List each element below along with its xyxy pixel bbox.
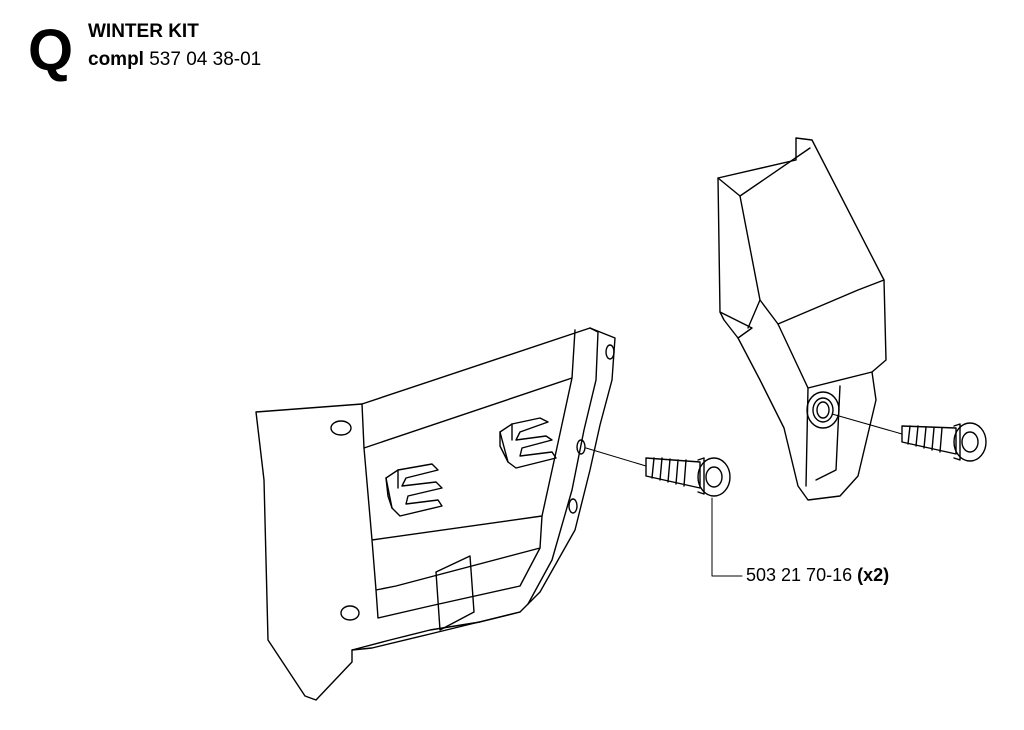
screw-lower [645,457,731,497]
cover-panel [255,327,616,701]
panel-clip-lower [385,463,443,517]
deflector-plate [717,137,887,501]
part-number: 503 21 70-16 [746,565,853,585]
part-quantity: (x2) [857,565,890,585]
panel-clip-upper [499,417,557,469]
compl-label: compl [88,49,144,70]
assembly-axes [585,413,903,577]
kit-title: WINTER KIT [88,21,199,42]
section-letter: Q [28,18,74,83]
kit-number-line: compl 537 04 38-01 [88,50,261,69]
screw-upper [901,422,987,462]
kit-number: 537 04 38-01 [149,49,262,70]
part-callout: 503 21 70-16 (x2) [746,566,889,584]
